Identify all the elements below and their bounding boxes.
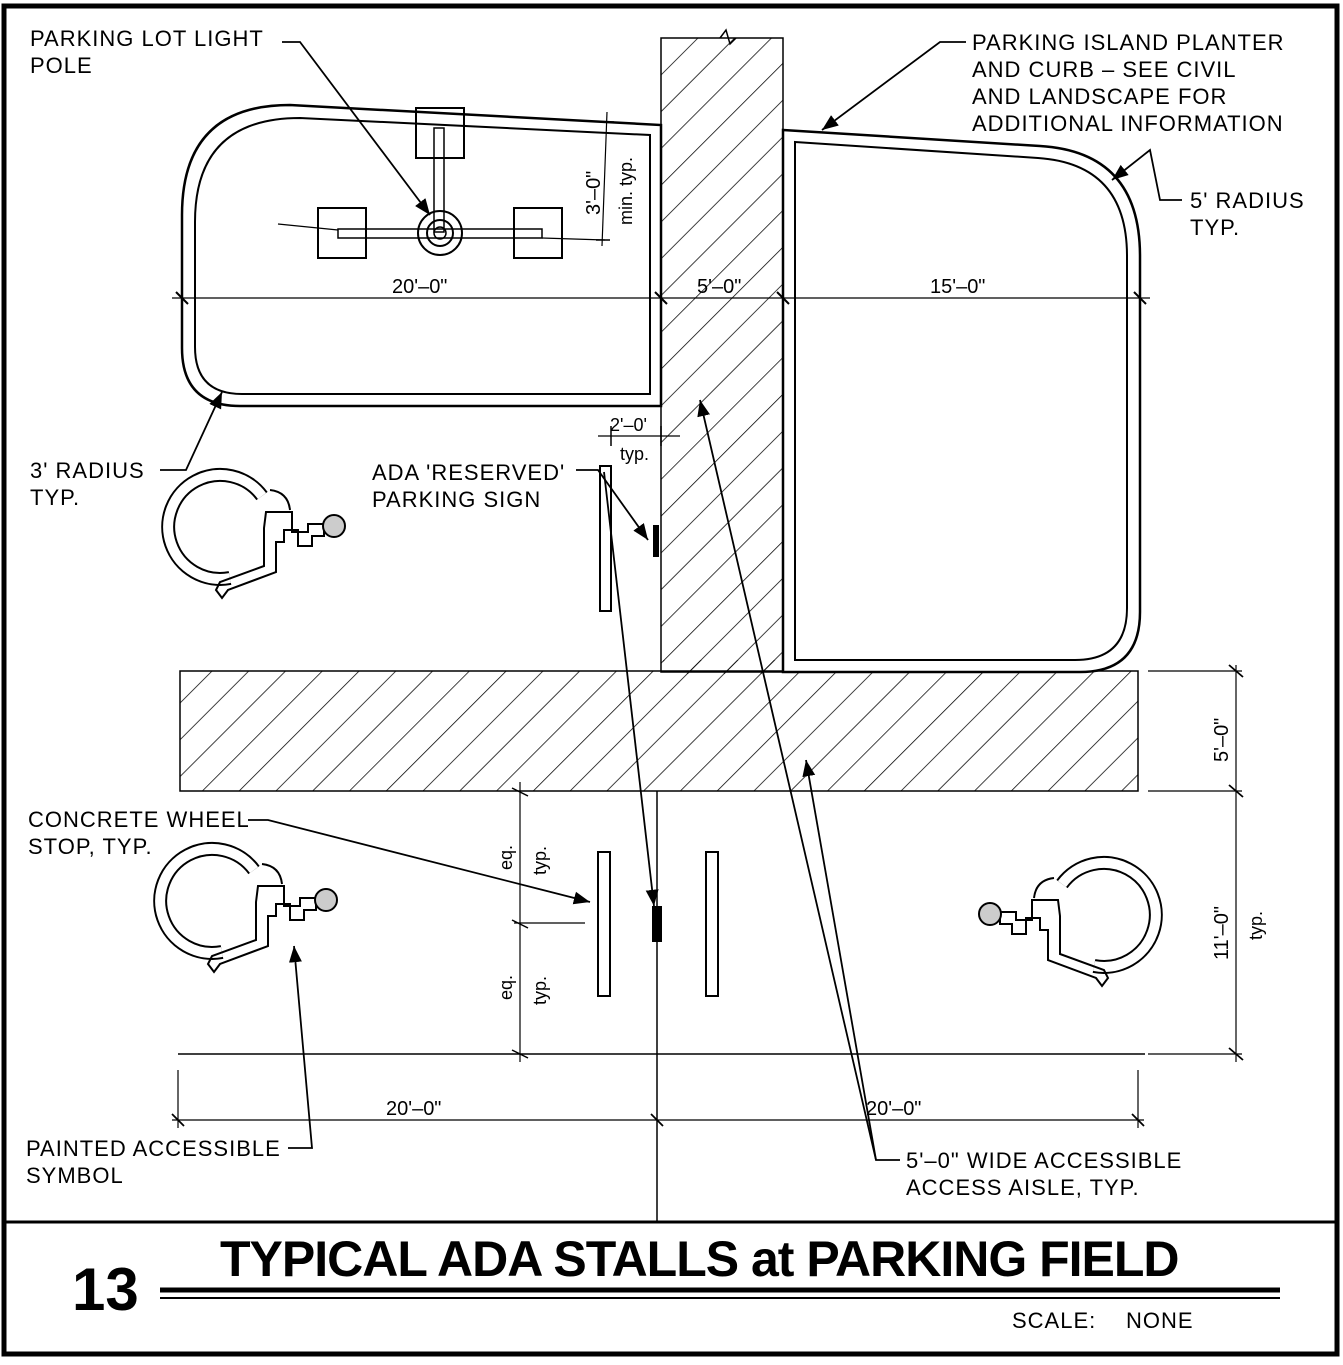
svg-text:ADDITIONAL INFORMATION: ADDITIONAL INFORMATION (972, 111, 1284, 136)
wheel-stop-right (705, 851, 719, 997)
scale-label: SCALE: (1012, 1308, 1096, 1333)
typ-upper: typ. (530, 846, 550, 875)
sign-offset-label: 2'–0' (610, 415, 647, 435)
sign-offset-dimension: 2'–0' typ. (598, 415, 680, 464)
svg-text:5' RADIUS: 5' RADIUS (1190, 188, 1305, 213)
dim-horizontal-aisle: 5'–0" (1211, 718, 1233, 762)
svg-text:ACCESS AISLE, TYP.: ACCESS AISLE, TYP. (906, 1175, 1140, 1200)
left-planter-island (180, 103, 663, 408)
dim-stall-left: 20'–0" (386, 1098, 441, 1120)
svg-text:STOP, TYP.: STOP, TYP. (28, 834, 153, 859)
dim-aisle: 5'–0" (697, 276, 741, 298)
svg-text:CONCRETE WHEEL: CONCRETE WHEEL (28, 807, 250, 832)
svg-text:ADA 'RESERVED': ADA 'RESERVED' (372, 460, 565, 485)
sign-offset-note: typ. (620, 444, 649, 464)
svg-text:PARKING SIGN: PARKING SIGN (372, 487, 541, 512)
note-painted-symbol: PAINTED ACCESSIBLE SYMBOL (26, 1136, 281, 1188)
horizontal-access-aisle (179, 670, 1139, 792)
accessible-symbol-upper-left (161, 467, 346, 600)
eq-dimension: eq. typ. eq. typ. (496, 782, 585, 1062)
svg-text:TYP.: TYP. (1190, 215, 1240, 240)
note-wheel-stop: CONCRETE WHEEL STOP, TYP. (28, 807, 250, 859)
min-clear-label: 3'–0" (583, 171, 605, 215)
stall-length-dimensions: 20'–0" 20'–0" (171, 1070, 1145, 1128)
vertical-access-aisle (660, 37, 784, 673)
svg-text:PARKING ISLAND PLANTER: PARKING ISLAND PLANTER (972, 30, 1285, 55)
svg-text:PAINTED ACCESSIBLE: PAINTED ACCESSIBLE (26, 1136, 281, 1161)
accessible-symbol-lower-left (153, 841, 338, 974)
svg-text:SYMBOL: SYMBOL (26, 1163, 124, 1188)
svg-text:3' RADIUS: 3' RADIUS (30, 458, 145, 483)
note-access-aisle: 5'–0" WIDE ACCESSIBLE ACCESS AISLE, TYP. (906, 1148, 1182, 1200)
svg-text:POLE: POLE (30, 53, 93, 78)
svg-text:5'–0" WIDE ACCESSIBLE: 5'–0" WIDE ACCESSIBLE (906, 1148, 1182, 1173)
ada-sign-upper (599, 465, 659, 612)
note-light-pole: PARKING LOT LIGHT POLE (30, 26, 264, 78)
svg-text:TYP.: TYP. (30, 485, 80, 510)
dim-stall-right: 20'–0" (866, 1098, 921, 1120)
sheet-border (1, 3, 1340, 1357)
note-planter: PARKING ISLAND PLANTER AND CURB – SEE CI… (972, 30, 1285, 136)
svg-text:AND LANDSCAPE FOR: AND LANDSCAPE FOR (972, 84, 1227, 109)
note-radius-3: 3' RADIUS TYP. (30, 458, 145, 510)
wheel-stop-left (597, 851, 611, 997)
typ-lower: typ. (530, 976, 550, 1005)
right-planter-island (781, 128, 1142, 674)
island-dimension-line: 20'–0" 5'–0" 15'–0" (172, 276, 1150, 305)
dim-island-right: 15'–0" (930, 276, 985, 298)
eq-upper: eq. (496, 845, 516, 870)
title-block: 13 TYPICAL ADA STALLS at PARKING FIELD S… (72, 1231, 1280, 1333)
dim-island-left: 20'–0" (392, 276, 447, 298)
leader-lines (160, 41, 1182, 1161)
eq-lower: eq. (496, 975, 516, 1000)
svg-text:AND CURB – SEE CIVIL: AND CURB – SEE CIVIL (972, 57, 1237, 82)
detail-title: TYPICAL ADA STALLS at PARKING FIELD (220, 1231, 1179, 1287)
accessible-symbol-lower-right (978, 855, 1163, 988)
dim-stall-width: 11'–0" (1211, 906, 1233, 960)
scale-value: NONE (1126, 1308, 1194, 1333)
note-radius-5: 5' RADIUS TYP. (1190, 188, 1305, 240)
min-clear-dimension: 3'–0" min. typ. (583, 111, 636, 247)
dim-stall-width-note: typ. (1246, 911, 1266, 940)
detail-number: 13 (72, 1256, 139, 1323)
note-ada-sign: ADA 'RESERVED' PARKING SIGN (372, 460, 565, 512)
min-clear-note: min. typ. (616, 157, 636, 225)
right-vertical-dimensions: 5'–0" 11'–0" typ. (1148, 664, 1266, 1062)
svg-text:PARKING LOT LIGHT: PARKING LOT LIGHT (30, 26, 264, 51)
light-pole (277, 107, 606, 259)
wheel-stops (597, 851, 719, 997)
